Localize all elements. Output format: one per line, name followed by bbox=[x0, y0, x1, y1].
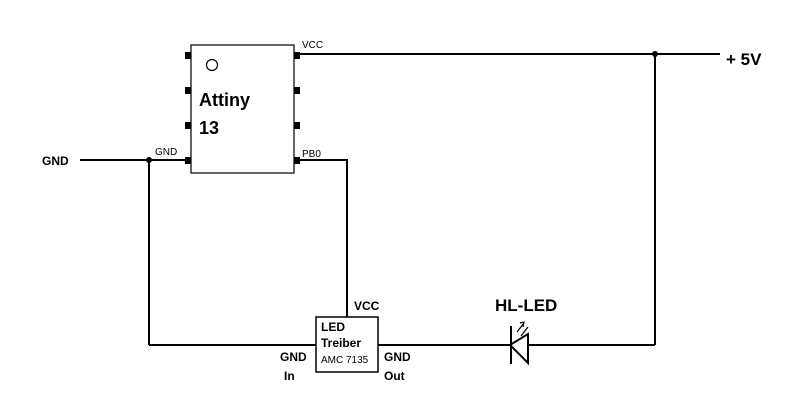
driver-line1: LED bbox=[321, 320, 345, 334]
led-light-arrow-icon bbox=[516, 322, 525, 333]
led-light-arrowhead bbox=[519, 321, 525, 328]
chip-pin bbox=[185, 52, 191, 59]
driver-in-label: In bbox=[284, 369, 295, 383]
chip-pin bbox=[294, 52, 300, 59]
wire-pb0-to-driver bbox=[297, 159, 348, 317]
driver-vcc-label: VCC bbox=[354, 299, 380, 313]
junction-dot-vcc bbox=[652, 51, 658, 57]
chip-body bbox=[190, 44, 295, 174]
chip-pin bbox=[294, 122, 300, 129]
wires bbox=[80, 53, 720, 346]
gnd-input-label: GND bbox=[42, 154, 69, 168]
chip-pin bbox=[185, 157, 191, 164]
plus-5v-label: + 5V bbox=[726, 50, 762, 69]
driver-gnd-out-label: GND bbox=[384, 350, 411, 364]
chip-pin bbox=[294, 87, 300, 94]
chip-pin-gnd-label: GND bbox=[155, 147, 177, 158]
led-label: HL-LED bbox=[495, 296, 557, 315]
driver-line3: AMC 7135 bbox=[321, 355, 369, 366]
junction-dot-gnd bbox=[146, 157, 152, 163]
led-light-arrow-icon bbox=[520, 326, 529, 337]
chip-pin-pb0-label: PB0 bbox=[302, 149, 321, 160]
led-diode bbox=[508, 321, 529, 366]
chip-pin1-marker bbox=[205, 58, 219, 72]
attiny-chip: Attiny 13 VCC GND PB0 bbox=[155, 40, 323, 174]
driver-gnd-in-label: GND bbox=[280, 350, 307, 364]
driver-out-label: Out bbox=[384, 369, 405, 383]
driver-body bbox=[315, 316, 379, 373]
led-driver: LED Treiber AMC 7135 VCC GND In GND Out bbox=[280, 299, 411, 383]
chip-pin bbox=[294, 157, 300, 164]
chip-name-line1: Attiny bbox=[199, 90, 250, 110]
chip-pin-vcc-label: VCC bbox=[302, 40, 323, 51]
chip-pin bbox=[185, 122, 191, 129]
chip-name-line2: 13 bbox=[199, 118, 219, 138]
driver-line2: Treiber bbox=[321, 336, 361, 350]
chip-pin bbox=[185, 87, 191, 94]
led-diode-icon bbox=[508, 332, 529, 366]
